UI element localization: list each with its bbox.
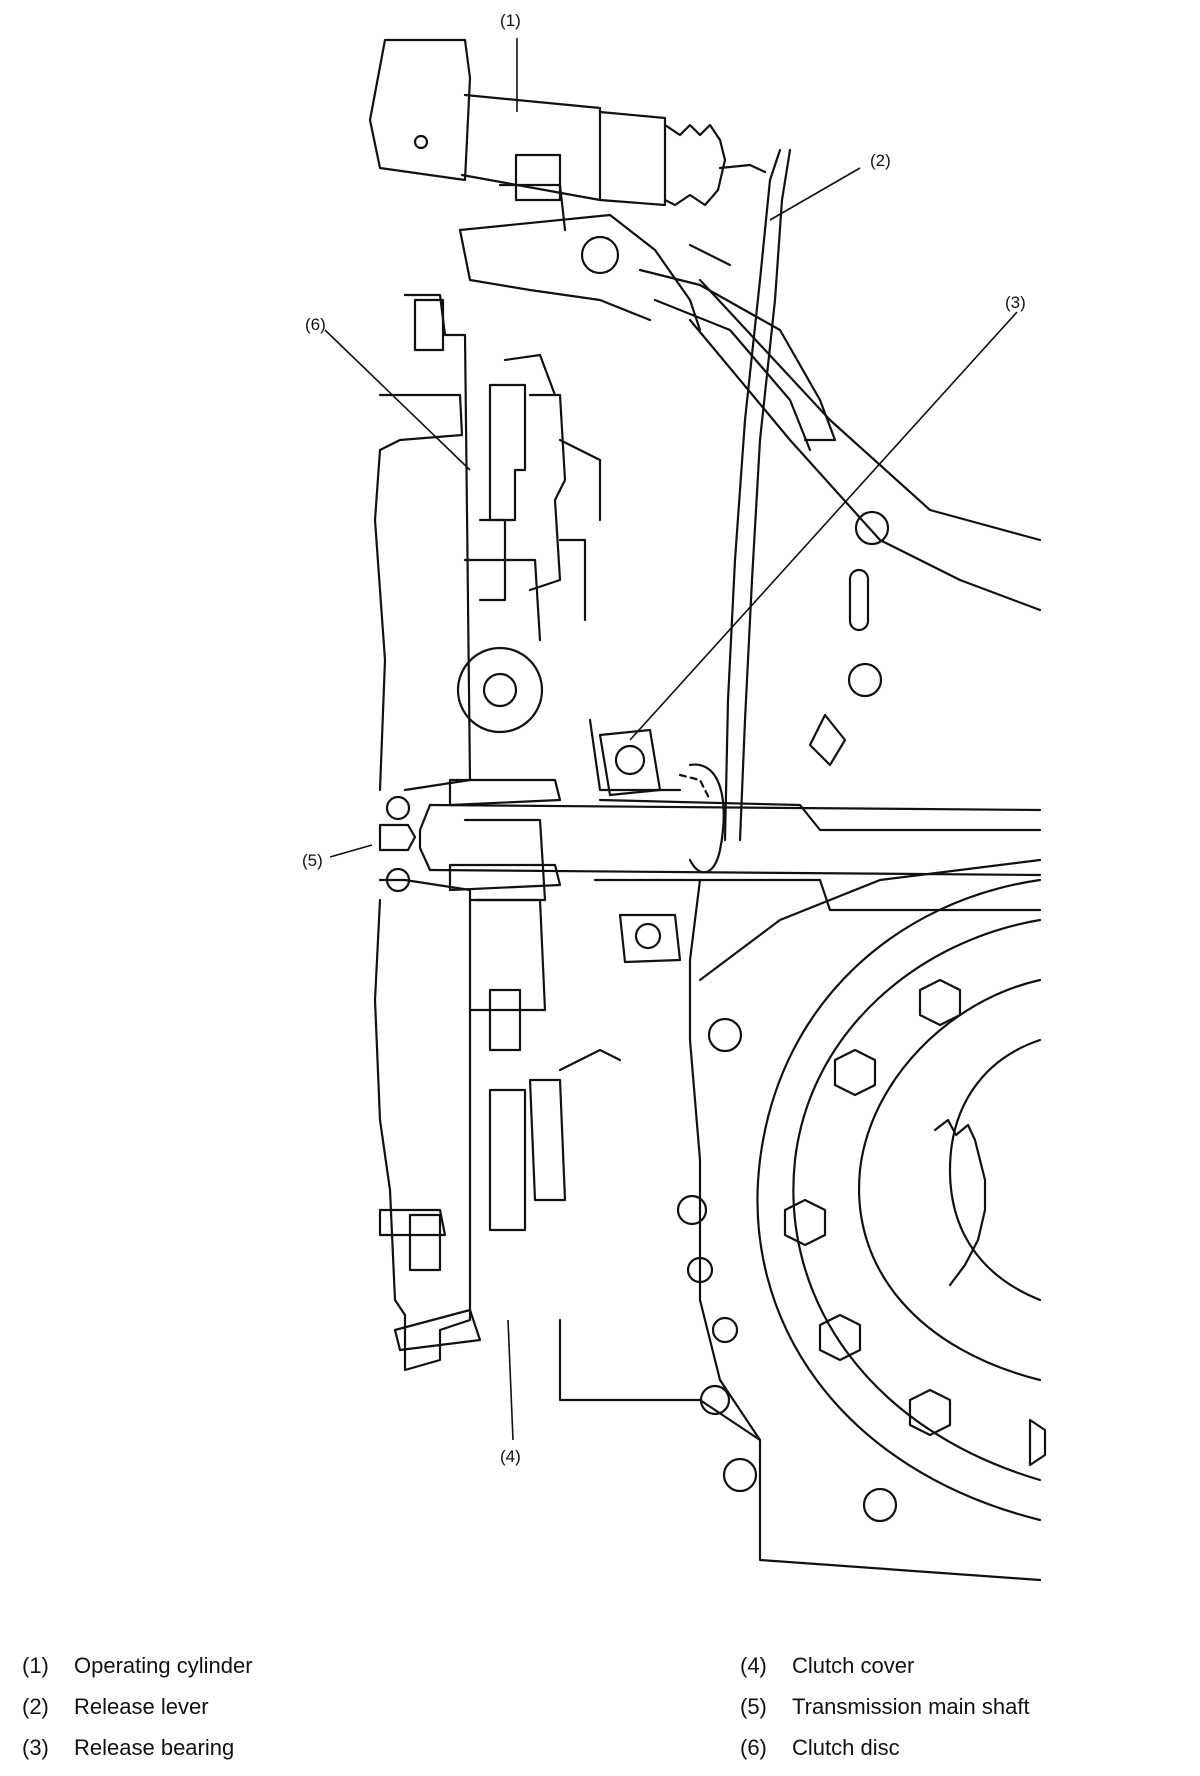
transmission-main-shaft <box>378 795 1042 893</box>
leader-line-3 <box>629 311 1018 741</box>
flywheel-bolts <box>783 978 1047 1467</box>
leader-line-6 <box>324 329 471 471</box>
flywheel-gear-teeth <box>933 1118 987 1287</box>
legend-text: Transmission main shaft <box>792 1694 1030 1719</box>
release-bearing <box>588 718 725 964</box>
clutch-cover <box>373 293 482 1372</box>
callout-2: (2) <box>870 151 891 170</box>
legend-number: (5) <box>740 1694 767 1719</box>
legend-number: (3) <box>22 1735 49 1760</box>
clutch-disc <box>478 353 622 1232</box>
leader-line-4 <box>507 1319 514 1441</box>
legend-number: (2) <box>22 1694 49 1719</box>
legend-text: Operating cylinder <box>74 1653 253 1678</box>
legend-text: Clutch cover <box>792 1653 915 1678</box>
operating-cylinder <box>368 38 767 207</box>
leader-line-5 <box>329 844 373 858</box>
legend-item: (4) Clutch cover <box>740 1653 914 1679</box>
release-lever <box>638 148 837 842</box>
leader-line-2 <box>769 167 861 221</box>
callout-3: (3) <box>1005 293 1026 312</box>
legend-text: Clutch disc <box>792 1735 900 1760</box>
legend-number: (4) <box>740 1653 767 1678</box>
callout-4: (4) <box>500 1447 521 1466</box>
legend-item: (3) Release bearing <box>22 1735 234 1761</box>
legend-item: (1) Operating cylinder <box>22 1653 253 1679</box>
legend-item: (2) Release lever <box>22 1694 209 1720</box>
callout-1: (1) <box>500 11 521 30</box>
callout-6: (6) <box>305 315 326 334</box>
legend-item: (5) Transmission main shaft <box>740 1694 1030 1720</box>
legend-item: (6) Clutch disc <box>740 1735 900 1761</box>
legend-number: (1) <box>22 1653 49 1678</box>
clutch-cross-section-diagram: (1) (2) (3) (4) (5) (6) <box>302 11 1047 1582</box>
legend-text: Release bearing <box>74 1735 235 1760</box>
legend-text: Release lever <box>74 1694 209 1719</box>
callout-5: (5) <box>302 851 323 870</box>
legend-number: (6) <box>740 1735 767 1760</box>
